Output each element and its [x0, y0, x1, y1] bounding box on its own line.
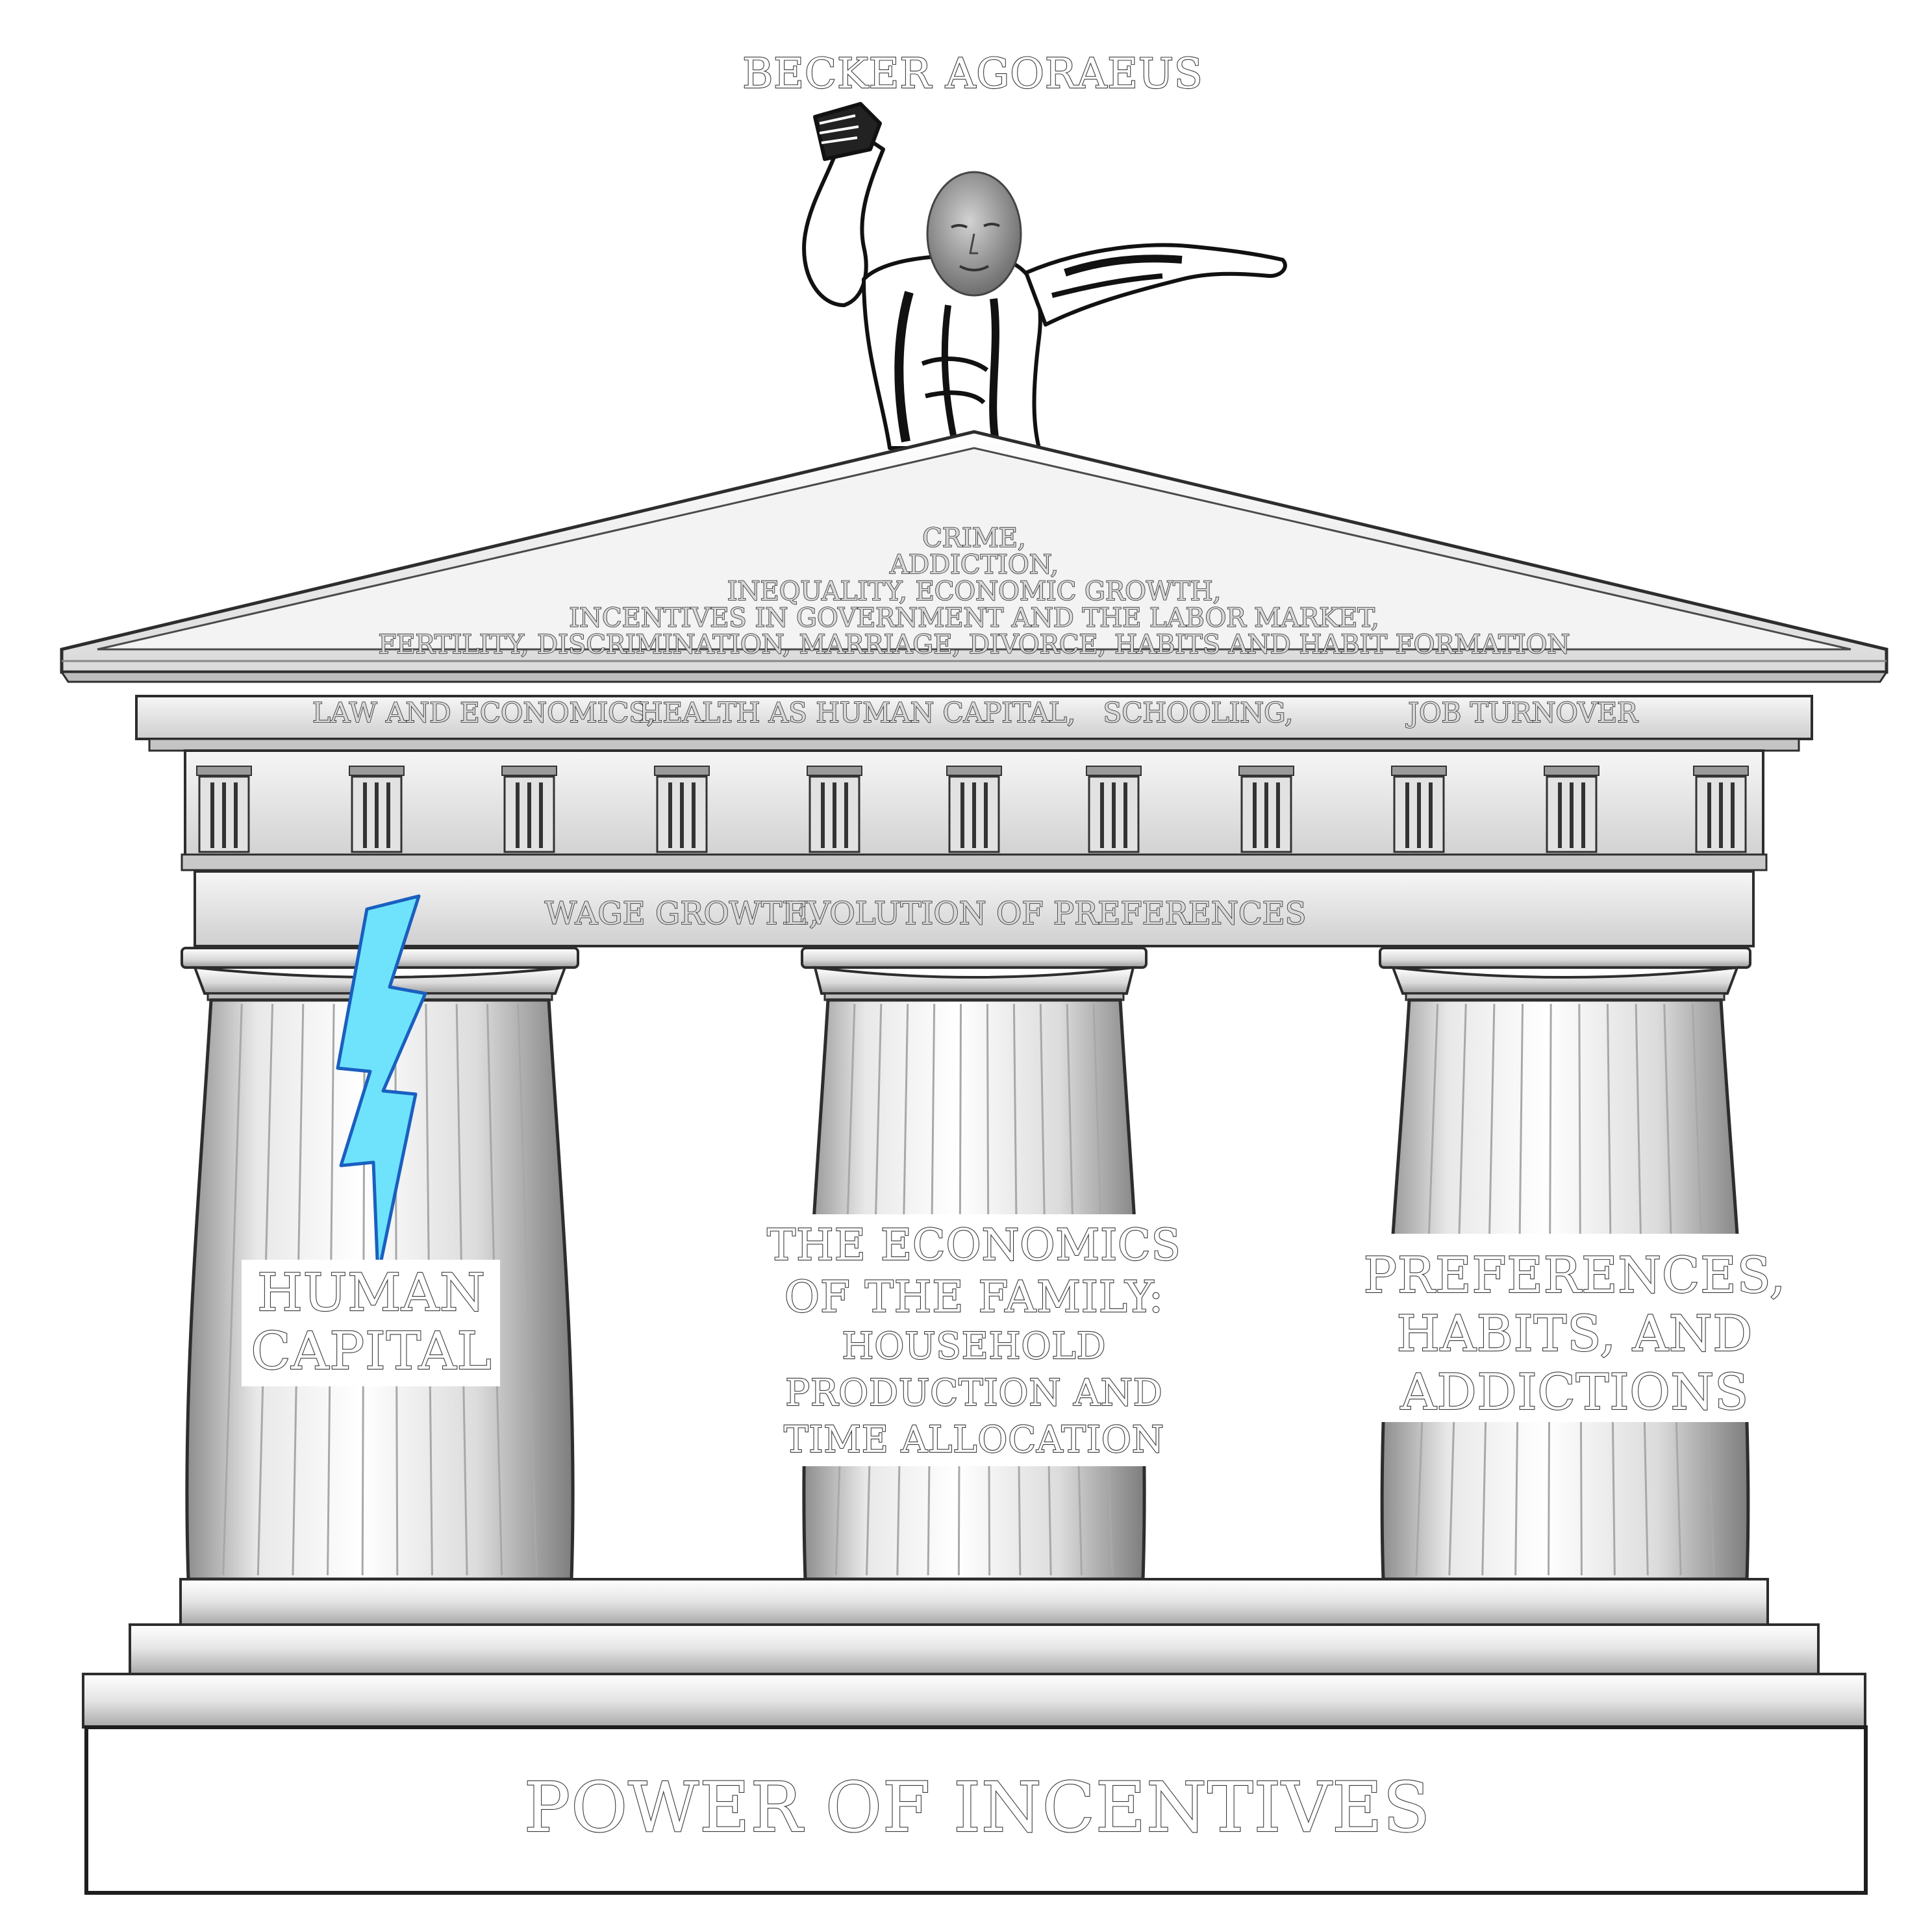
pediment-line: CRIME, [922, 523, 1025, 553]
triglyph [807, 766, 862, 881]
family-economics-label: THE ECONOMICS [767, 1220, 1181, 1270]
human-capital-label: CAPITAL [251, 1321, 492, 1381]
preferences-label: PREFERENCES, [1364, 1246, 1786, 1304]
pediment-line: FERTILITY, DISCRIMINATION, MARRIAGE, DIV… [379, 630, 1570, 660]
triglyph [196, 766, 252, 881]
right-label-panel [1380, 1234, 1770, 1422]
statue-figure-icon [802, 102, 1287, 450]
human-capital-label: HUMAN [257, 1262, 486, 1323]
family-economics-label: PRODUCTION AND [785, 1372, 1162, 1414]
frieze [181, 749, 1768, 881]
lower-band-item: WAGE GROWTH, [545, 895, 820, 932]
preferences-label: HABITS, AND [1397, 1305, 1753, 1362]
triglyph [1238, 766, 1294, 881]
lower-band-topics: WAGE GROWTH,EVOLUTION OF PREFERENCES [544, 895, 1307, 932]
preferences-label: ADDICTIONS [1400, 1363, 1750, 1421]
pediment-line: INEQUALITY, ECONOMIC GROWTH, [727, 577, 1222, 606]
diagram-title: BECKER AGORAEUS [742, 50, 1203, 98]
upper-band-item: SCHOOLING, [1103, 697, 1293, 729]
upper-band [135, 695, 1813, 752]
middle-label-panel [760, 1214, 1188, 1466]
upper-band-item: HEALTH AS HUMAN CAPITAL, [639, 697, 1076, 729]
steps [82, 1578, 1866, 1729]
lower-band-item: EVOLUTION OF PREFERENCES [784, 895, 1306, 932]
pediment-topics: CRIME,ADDICTION,INEQUALITY, ECONOMIC GRO… [378, 523, 1571, 660]
pediment-line: INCENTIVES IN GOVERNMENT AND THE LABOR M… [569, 603, 1379, 633]
upper-band-item: LAW AND ECONOMICS, [312, 697, 655, 729]
family-economics-label: TIME ALLOCATION [784, 1419, 1164, 1461]
foundation [84, 1725, 1868, 1895]
upper-band-item: JOB TURNOVER [1405, 697, 1638, 729]
foundation-label: POWER OF INCENTIVES [524, 1768, 1431, 1847]
family-economics-label: OF THE FAMILY: [784, 1272, 1164, 1322]
upper-band-topics: LAW AND ECONOMICS,HEALTH AS HUMAN CAPITA… [312, 696, 1639, 729]
triglyph [1544, 766, 1600, 881]
pediment-line: ADDICTION, [889, 550, 1059, 580]
left-label-panel [242, 1260, 500, 1386]
pediment [60, 430, 1888, 683]
triglyph [501, 766, 557, 881]
lower-band [194, 870, 1755, 947]
family-economics-label: HOUSEHOLD [842, 1325, 1106, 1368]
lightning-bolt-icon [336, 894, 427, 1278]
